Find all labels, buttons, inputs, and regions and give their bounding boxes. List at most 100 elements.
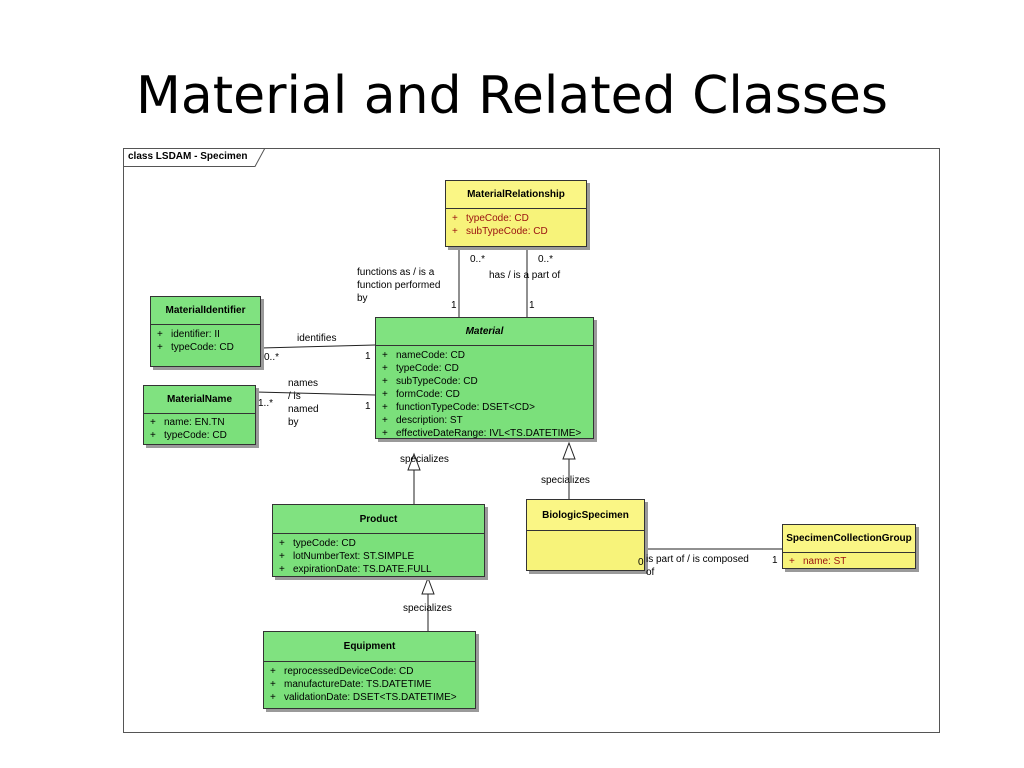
association-label-identifies: identifies (297, 333, 337, 344)
multiplicity-label: 0..* (538, 254, 554, 265)
association-label-names: names (288, 378, 319, 389)
identifies-line (260, 344, 376, 349)
class-name: BiologicSpecimen (527, 500, 644, 531)
visibility-marker: + (382, 428, 388, 439)
visibility-marker: + (382, 389, 388, 400)
multiplicity-label: 1..* (258, 398, 274, 409)
visibility-marker: + (382, 415, 388, 426)
visibility-marker: + (382, 402, 388, 413)
multiplicity-label: 0..* (264, 352, 280, 363)
class-specimen-collection-group[interactable]: SpecimenCollectionGroup + name: ST (782, 524, 916, 569)
attribute-row: + validationDate: DSET<TS.DATETIME> (270, 691, 471, 704)
attribute-row: + functionTypeCode: DSET<CD> (382, 401, 589, 414)
attribute-row: +nameCode: CD (382, 349, 589, 362)
visibility-marker: + (279, 551, 285, 562)
class-name: Material (376, 318, 593, 346)
attribute-row: +description: ST (382, 414, 589, 427)
attribute-text: name: EN.TN (164, 417, 225, 428)
attribute-text: name: ST (803, 556, 847, 567)
generalization-label: specializes (400, 454, 449, 465)
attribute-text: typeCode: CD (164, 430, 227, 441)
class-material[interactable]: Material +nameCode: CD +typeCode: CD +su… (375, 317, 594, 439)
multiplicity-label: 0 (638, 557, 644, 568)
attribute-text: functionTypeCode: DSET<CD> (396, 402, 535, 413)
attribute-row: + typeCode: CD (382, 362, 589, 375)
visibility-marker: + (382, 363, 388, 374)
class-material-identifier[interactable]: MaterialIdentifier + identifier: II + type… (150, 296, 261, 367)
biologic-generalization-arrow (562, 441, 576, 460)
attribute-list: + name: EN.TN +typeCode: CD (144, 414, 255, 442)
class-material-name[interactable]: MaterialName + name: EN.TN +typeCode: CD (143, 385, 256, 445)
product-generalization-arrow (407, 452, 421, 471)
generalization-label: specializes (541, 475, 590, 486)
visibility-marker: + (150, 417, 156, 428)
attribute-text: validationDate: DSET<TS.DATETIME> (284, 692, 457, 703)
association-label-names: / is (288, 391, 301, 402)
attribute-text: subTypeCode: CD (396, 376, 478, 387)
attribute-row: +typeCode: CD (279, 537, 480, 550)
class-name: Equipment (264, 632, 475, 662)
visibility-marker: + (157, 329, 163, 340)
multiplicity-label: 0..* (470, 254, 486, 265)
visibility-marker: + (270, 679, 276, 690)
visibility-marker: + (157, 342, 163, 353)
attribute-list: + typeCode: CD +subTypeCode: CD (446, 209, 586, 238)
attribute-text: typeCode: CD (171, 342, 234, 353)
attribute-row: + identifier: II (157, 328, 256, 341)
class-name: MaterialName (144, 386, 255, 414)
generalization-label: specializes (403, 603, 452, 614)
attribute-list: + reprocessedDeviceCode: CD + manufactureD… (264, 662, 475, 704)
frame-tab (123, 148, 266, 167)
visibility-marker: + (789, 556, 795, 567)
multiplicity-label: 1 (451, 300, 457, 311)
attribute-text: manufactureDate: TS.DATETIME (284, 679, 432, 690)
attribute-row: + manufactureDate: TS.DATETIME (270, 678, 471, 691)
class-name: MaterialRelationship (446, 181, 586, 209)
attribute-text: typeCode: CD (466, 213, 529, 224)
attribute-text: nameCode: CD (396, 350, 465, 361)
class-name: MaterialIdentifier (151, 297, 260, 325)
attribute-text: lotNumberText: ST.SIMPLE (293, 551, 415, 562)
attribute-row: + name: ST (789, 555, 911, 568)
class-biologic-specimen[interactable]: BiologicSpecimen (526, 499, 645, 571)
class-name: Product (273, 505, 484, 534)
association-label-names: named (288, 404, 319, 415)
association-label-part-of: is part of / is composed (646, 554, 749, 565)
class-equipment[interactable]: Equipment + reprocessedDeviceCode: CD + ma… (263, 631, 476, 709)
attribute-row: +typeCode: CD (150, 429, 251, 442)
attribute-row: +subTypeCode: CD (452, 225, 582, 238)
attribute-text: identifier: II (171, 329, 220, 340)
attribute-text: typeCode: CD (293, 538, 356, 549)
visibility-marker: + (452, 213, 458, 224)
multiplicity-label: 1 (365, 351, 371, 362)
visibility-marker: + (452, 226, 458, 237)
diagram-frame (123, 148, 940, 733)
attribute-row: +expirationDate: TS.DATE.FULL (279, 563, 480, 576)
association-label-part-of: of (646, 567, 655, 578)
class-name: SpecimenCollectionGroup (783, 525, 915, 553)
attribute-text: typeCode: CD (396, 363, 459, 374)
attribute-list: +nameCode: CD +typeCode: CD +subTypeCode… (376, 346, 593, 440)
visibility-marker: + (270, 692, 276, 703)
association-label-names: by (288, 417, 299, 428)
frame-label: class LSDAM - Specimen (128, 151, 248, 162)
attribute-row: + lotNumberText: ST.SIMPLE (279, 550, 480, 563)
attribute-row: + name: EN.TN (150, 416, 251, 429)
association-label-functions: functions as / is a (357, 267, 435, 278)
visibility-marker: + (279, 564, 285, 575)
equipment-generalization-arrow (421, 576, 435, 595)
visibility-marker: + (270, 666, 276, 677)
visibility-marker: + (382, 376, 388, 387)
attribute-text: reprocessedDeviceCode: CD (284, 666, 414, 677)
attribute-list: +typeCode: CD +lotNumberText: ST.SIMPLE … (273, 534, 484, 576)
attribute-text: formCode: CD (396, 389, 460, 400)
multiplicity-label: 1 (529, 300, 535, 311)
multiplicity-label: 1 (365, 401, 371, 412)
class-product[interactable]: Product +typeCode: CD +lotNumberText: ST… (272, 504, 485, 577)
class-material-relationship[interactable]: MaterialRelationship + typeCode: CD +subT… (445, 180, 587, 247)
attribute-row: + formCode: CD (382, 388, 589, 401)
association-label-has-part: has / is a part of (489, 270, 561, 281)
attribute-row: + reprocessedDeviceCode: CD (270, 665, 471, 678)
multiplicity-label: 1 (772, 555, 778, 566)
names-line (255, 391, 376, 396)
